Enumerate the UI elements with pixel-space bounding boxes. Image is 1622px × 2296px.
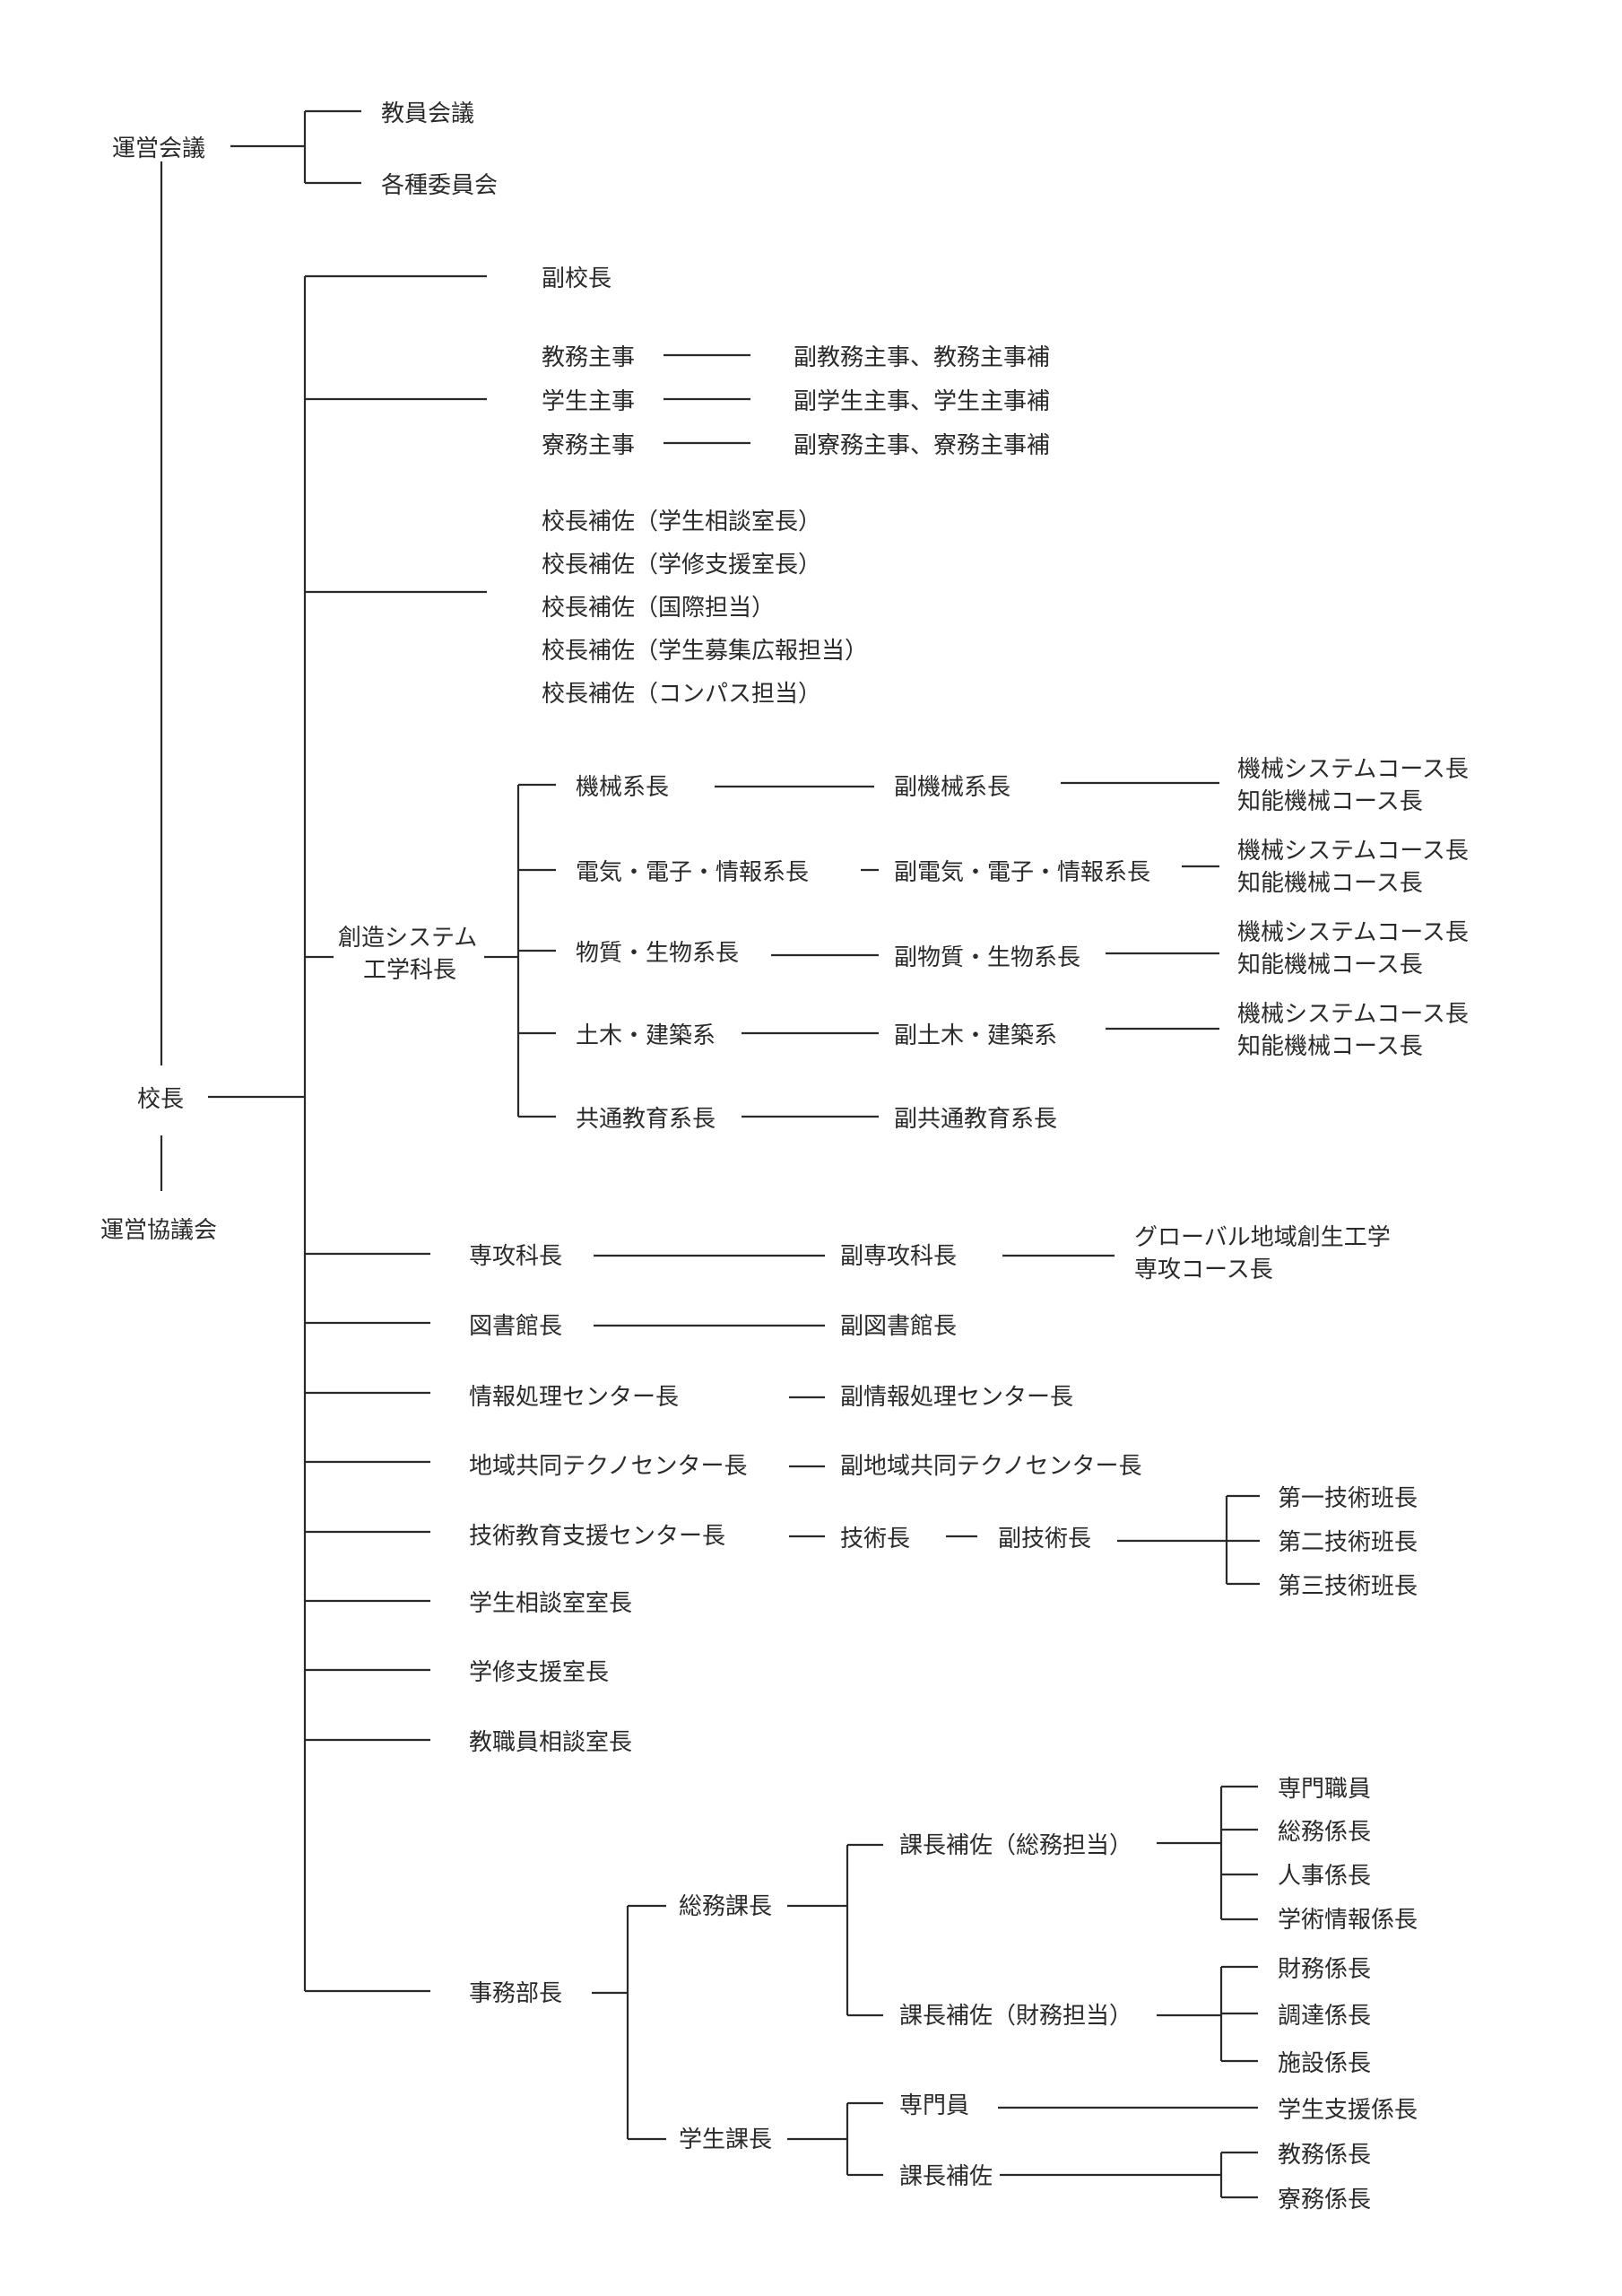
node-denki: 電気・電子・情報系長: [576, 859, 809, 886]
node-hosa-1: 校長補佐（学生相談室長）: [542, 509, 821, 535]
node-fuku-doboku: 副土木・建築系: [894, 1022, 1057, 1049]
node-fuku-ryomu: 副寮務主事、寮務主事補: [794, 432, 1050, 459]
node-fuku-gijutsucho: 副技術長: [998, 1526, 1091, 1552]
node-course-a-denki: 機械システムコース長: [1237, 838, 1469, 865]
node-fuku-toshokan: 副図書館長: [840, 1313, 957, 1340]
node-fuku-kikai: 副機械系長: [894, 774, 1010, 801]
node-fuku-busshitsu: 副物質・生物系長: [894, 944, 1080, 971]
node-hosa-zaimu: 課長補佐（財務担当）: [899, 2003, 1132, 2030]
node-toshokan: 図書館長: [469, 1313, 562, 1340]
node-hosa-4: 校長補佐（学生募集広報担当）: [542, 638, 868, 665]
node-kyoshokuin-sodan: 教職員相談室長: [469, 1729, 632, 1756]
node-hosa-2: 校長補佐（学修支援室長）: [542, 552, 821, 578]
node-gakushu-shien: 学修支援室長: [469, 1659, 609, 1686]
node-fuku-senkou: 副専攻科長: [840, 1243, 957, 1270]
node-fuku-chiiki: 副地域共同テクノセンター長: [840, 1453, 1141, 1480]
node-han-3: 第三技術班長: [1278, 1573, 1418, 1600]
node-course-b-denki: 知能機械コース長: [1237, 870, 1423, 897]
node-somu-kacho: 総務課長: [679, 1893, 772, 1920]
node-shisetsu-kakaricho: 施設係長: [1278, 2050, 1371, 2077]
node-gakusei-sodan: 学生相談室室長: [469, 1590, 632, 1617]
node-zaimu-kakaricho: 財務係長: [1278, 1956, 1371, 1983]
node-fuku-joho: 副情報処理センター長: [840, 1384, 1073, 1411]
node-kakushu-iinkai: 各種委員会: [381, 172, 498, 199]
node-kyomu-shuji: 教務主事: [542, 344, 635, 371]
node-kyotsu: 共通教育系長: [576, 1106, 716, 1133]
node-gakujutsu-kakaricho: 学術情報係長: [1278, 1907, 1418, 1934]
node-fuku-kyomu: 副教務主事、教務主事補: [794, 344, 1050, 371]
node-unei-kaigi: 運営会議: [112, 135, 205, 162]
node-fuku-kyotsu: 副共通教育系長: [894, 1106, 1057, 1133]
node-ryomu-kakaricho: 寮務係長: [1278, 2187, 1371, 2213]
node-kacho-hosa: 課長補佐: [899, 2163, 993, 2190]
node-busshitsu: 物質・生物系長: [576, 940, 739, 967]
node-jimu-bucho: 事務部長: [469, 1980, 562, 2007]
node-senmon-in: 専門員: [899, 2092, 969, 2119]
node-unei-kyogikai: 運営協議会: [100, 1217, 217, 1244]
node-gijutsu-center: 技術教育支援センター長: [469, 1523, 725, 1550]
node-han-2: 第二技術班長: [1278, 1529, 1418, 1556]
node-fuku-denki: 副電気・電子・情報系長: [894, 859, 1150, 886]
node-fuku-gakusei: 副学生主事、学生主事補: [794, 388, 1050, 415]
node-gijutsucho: 技術長: [840, 1526, 910, 1552]
node-global-line1: グローバル地域創生工学: [1134, 1224, 1391, 1251]
node-senkou: 専攻科長: [469, 1243, 562, 1270]
node-hosa-5: 校長補佐（コンパス担当）: [542, 681, 821, 708]
node-chotatsu-kakaricho: 調達係長: [1278, 2003, 1371, 2030]
connector-lines: [160, 109, 1260, 2199]
node-course-a-doboku: 機械システムコース長: [1237, 1001, 1469, 1028]
node-course-a-busshitsu: 機械システムコース長: [1237, 919, 1469, 946]
node-hosa-somu: 課長補佐（総務担当）: [899, 1832, 1132, 1859]
node-han-1: 第一技術班長: [1278, 1485, 1418, 1512]
node-course-a-kikai: 機械システムコース長: [1237, 756, 1469, 783]
node-sozo-line1: 創造システム: [338, 925, 477, 952]
node-hosa-3: 校長補佐（国際担当）: [542, 595, 775, 622]
node-doboku: 土木・建築系: [576, 1022, 716, 1049]
node-course-b-doboku: 知能機械コース長: [1237, 1033, 1423, 1060]
node-kyomu-kakaricho: 教務係長: [1278, 2142, 1371, 2169]
node-senmon-shokuin: 専門職員: [1278, 1776, 1371, 1803]
node-sozo-line2: 工学科長: [363, 957, 456, 984]
node-labels: 運営会議 教員会議 各種委員会 校長 運営協議会 副校長 教務主事 学生主事 寮…: [100, 100, 1469, 2213]
node-joho: 情報処理センター長: [469, 1384, 679, 1411]
node-kyoin-kaigi: 教員会議: [381, 100, 474, 127]
node-course-b-busshitsu: 知能機械コース長: [1237, 952, 1423, 978]
node-kocho: 校長: [137, 1086, 184, 1113]
node-gakusei-kacho: 学生課長: [679, 2126, 772, 2153]
node-gakusei-shuji: 学生主事: [542, 388, 635, 415]
node-somu-kakaricho: 総務係長: [1278, 1819, 1371, 1846]
node-gakusei-shien-kakaricho: 学生支援係長: [1278, 2097, 1418, 2124]
node-ryomu-shuji: 寮務主事: [542, 432, 635, 459]
node-global-line2: 専攻コース長: [1134, 1257, 1273, 1283]
node-chiiki: 地域共同テクノセンター長: [469, 1453, 747, 1480]
node-course-b-kikai: 知能機械コース長: [1237, 788, 1423, 815]
node-fuku-kocho: 副校長: [542, 265, 612, 292]
node-kikai: 機械系長: [576, 774, 669, 801]
node-jinji-kakaricho: 人事係長: [1278, 1863, 1371, 1890]
